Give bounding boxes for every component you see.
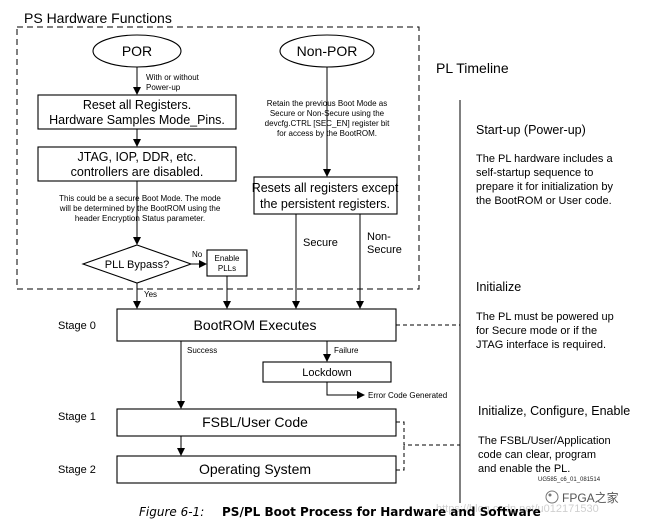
startup-text-4: the BootROM or User code. — [476, 195, 612, 207]
error-code-label: Error Code Generated — [368, 391, 447, 400]
retain-line1: Retain the previous Boot Mode as — [267, 99, 388, 108]
startup-heading: Start-up (Power-up) — [476, 123, 586, 137]
icfe-text-2: code can clear, program — [478, 449, 596, 461]
watermark-logo-icon — [545, 490, 559, 504]
initialize-text-1: The PL must be powered up — [476, 311, 614, 323]
secure-label: Secure — [303, 237, 338, 249]
bootrom-executes-label: BootROM Executes — [194, 317, 317, 333]
startup-text-1: The PL hardware includes a — [476, 153, 613, 165]
non-por-label: Non-POR — [297, 43, 358, 59]
operating-system-label: Operating System — [199, 461, 311, 477]
reset-all-line1: Reset all Registers. — [83, 98, 191, 112]
secure-note-line3: header Encryption Status parameter. — [75, 214, 205, 223]
figure-caption-label: Figure 6-1: — [139, 505, 204, 519]
operating-system-box — [116, 455, 397, 484]
fsbl-user-code-box — [116, 408, 397, 437]
jtag-line2: controllers are disabled. — [71, 165, 204, 179]
ps-region-title: PS Hardware Functions — [24, 10, 172, 26]
initialize-heading: Initialize — [476, 280, 521, 294]
enable-plls-box — [206, 249, 248, 277]
retain-line2: Secure or Non-Secure using the — [270, 109, 385, 118]
retain-line4: for access by the BootROM. — [277, 129, 377, 138]
icfe-text-3: and enable the PL. — [478, 463, 570, 475]
figure-reference: UG585_c6_01_081514 — [538, 477, 601, 483]
non-secure-line1: Non- — [367, 231, 391, 243]
resets-except-persistent-box — [253, 176, 398, 215]
stage-0-label: Stage 0 — [58, 320, 96, 332]
with-without-line2: Power-up — [146, 83, 181, 92]
reset-all-registers-box — [37, 94, 237, 130]
watermark-brand: FPGA之家 — [562, 490, 619, 505]
pll-yes-label: Yes — [144, 290, 157, 299]
por-label: POR — [122, 43, 152, 59]
bootrom-executes-box — [116, 308, 397, 342]
fsbl-user-code-label: FSBL/User Code — [202, 414, 308, 430]
fsbl-timeline-connector — [396, 421, 460, 446]
failure-label: Failure — [334, 346, 359, 355]
stage-2-label: Stage 2 — [58, 464, 96, 476]
reset-all-line2: Hardware Samples Mode_Pins. — [49, 113, 225, 127]
figure-caption-title: PS/PL Boot Process for Hardware and Soft… — [222, 505, 541, 519]
os-timeline-connector — [396, 445, 405, 471]
resets-except-line1: Resets all registers except — [252, 181, 399, 195]
retain-line3: devcfg.CTRL [SEC_EN] register bit — [265, 119, 390, 128]
enable-plls-line2: PLLs — [218, 264, 236, 273]
pll-bypass-label: PLL Bypass? — [105, 259, 169, 271]
icfe-text-1: The FSBL/User/Application — [478, 435, 611, 447]
startup-text-2: self-startup sequence to — [476, 167, 593, 179]
lockdown-label: Lockdown — [302, 367, 352, 379]
pl-timeline-title: PL Timeline — [436, 60, 509, 76]
pll-no-label: No — [192, 250, 203, 259]
enable-plls-line1: Enable — [215, 254, 240, 263]
secure-note-line1: This could be a secure Boot Mode. The mo… — [59, 194, 221, 203]
success-label: Success — [187, 346, 217, 355]
error-code-arrow — [326, 382, 365, 399]
with-without-line1: With or without — [146, 73, 200, 82]
initialize-text-2: for Secure mode or if the — [476, 325, 597, 337]
startup-text-3: prepare it for initialization by — [476, 181, 613, 193]
icfe-heading: Initialize, Configure, Enable — [478, 404, 630, 418]
initialize-text-3: JTAG interface is required. — [476, 339, 606, 351]
jtag-line1: JTAG, IOP, DDR, etc. — [77, 150, 196, 164]
non-secure-line2: Secure — [367, 244, 402, 256]
secure-note-line2: will be determined by the BootROM using … — [59, 204, 221, 213]
ps-hardware-region — [16, 26, 420, 290]
resets-except-line2: the persistent registers. — [260, 197, 390, 211]
stage-1-label: Stage 1 — [58, 411, 96, 423]
watermark-url: https://blog.csdn.net/u012171530 — [436, 503, 599, 515]
